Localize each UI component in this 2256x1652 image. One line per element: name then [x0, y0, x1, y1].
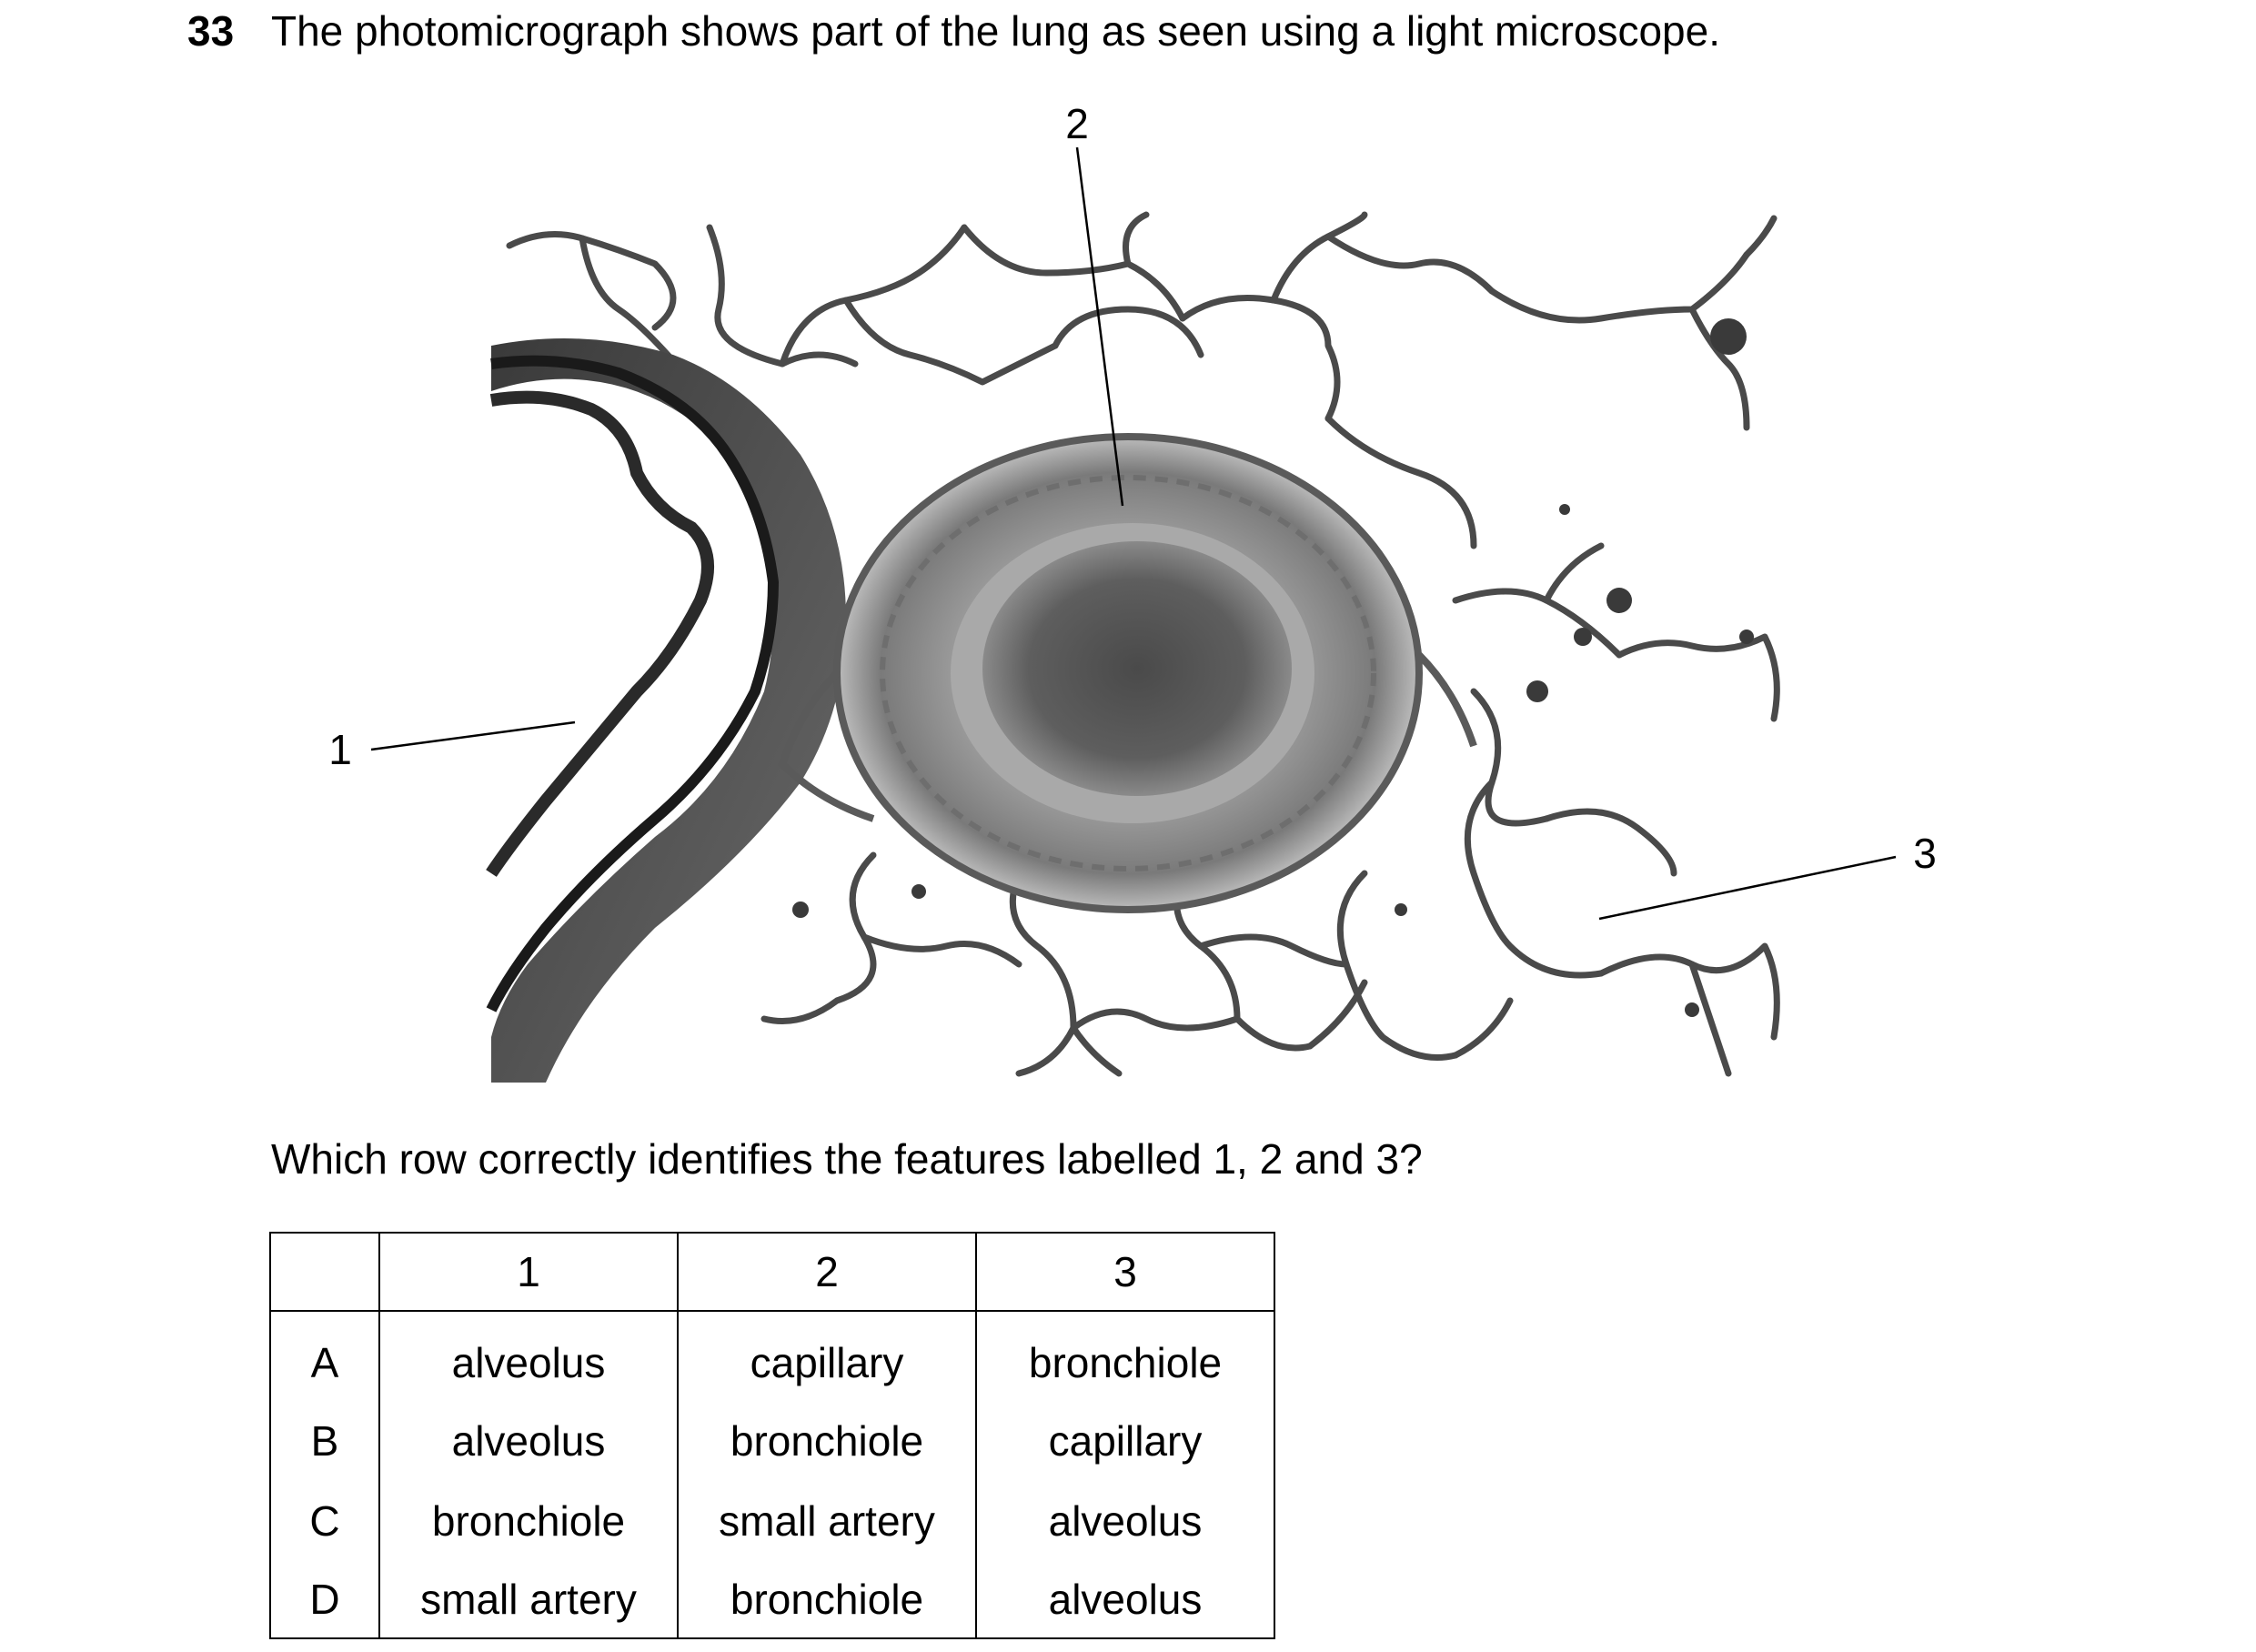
table-header-cell: 2	[677, 1232, 977, 1312]
alveolar-septa	[506, 211, 1780, 1077]
scattered-cells	[792, 318, 1754, 1017]
table-header-cell: 1	[378, 1232, 679, 1312]
table-cell: small artery	[378, 1561, 679, 1639]
table-row: A alveolus capillary bronchiole	[269, 1311, 1275, 1401]
table-header-cell: 3	[975, 1232, 1275, 1312]
question-stem: The photomicrograph shows part of the lu…	[271, 7, 1720, 55]
label-3-text: 3	[1913, 830, 1937, 877]
table-cell: bronchiole	[975, 1311, 1275, 1401]
table-cell: small artery	[677, 1481, 977, 1561]
question-prompt: Which row correctly identifies the featu…	[271, 1135, 1423, 1183]
table-cell: capillary	[677, 1311, 977, 1401]
option-key: B	[269, 1401, 380, 1481]
table-row: C bronchiole small artery alveolus	[269, 1481, 1275, 1561]
table-header-row: 1 2 3	[269, 1232, 1275, 1312]
photomicrograph	[486, 211, 1792, 1084]
table-cell: bronchiole	[378, 1481, 679, 1561]
table-cell: alveolus	[975, 1561, 1275, 1639]
label-2: 2	[1065, 100, 1124, 507]
label-3: 3	[1598, 830, 1937, 921]
question-number: 33	[187, 7, 235, 55]
label-2-text: 2	[1065, 100, 1089, 147]
table-cell: bronchiole	[677, 1401, 977, 1481]
table-row: D small artery bronchiole alveolus	[269, 1561, 1275, 1639]
bronchiole-tissue	[486, 338, 846, 1083]
table-cell: alveolus	[378, 1311, 679, 1401]
lung-photomicrograph-figure: 1 2 3	[328, 100, 1937, 1084]
option-key: D	[269, 1561, 380, 1639]
table-cell: bronchiole	[677, 1561, 977, 1639]
label-1: 1	[328, 720, 576, 773]
table-cell: alveolus	[975, 1481, 1275, 1561]
table-row: B alveolus bronchiole capillary	[269, 1401, 1275, 1481]
table-cell: capillary	[975, 1401, 1275, 1481]
table-cell: alveolus	[378, 1401, 679, 1481]
small-artery-tissue	[778, 433, 1477, 913]
table-header-cell	[269, 1232, 380, 1312]
option-key: A	[269, 1311, 380, 1401]
label-1-text: 1	[328, 726, 352, 773]
option-key: C	[269, 1481, 380, 1561]
answer-options-table: 1 2 3 A alveolus capillary bronchiole B …	[269, 1232, 1275, 1639]
